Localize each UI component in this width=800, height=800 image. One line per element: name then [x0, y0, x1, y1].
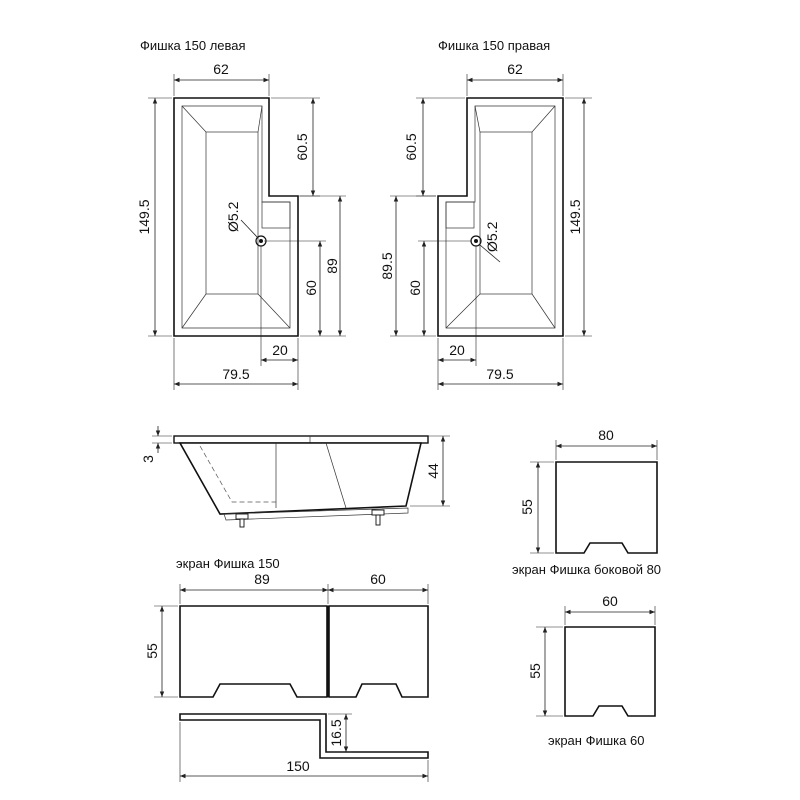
- left-plan-title: Фишка 150 левая: [140, 38, 246, 53]
- screen150-dim-16-5-label: 16.5: [328, 719, 344, 746]
- right-bevel-line: [531, 293, 556, 329]
- right-dim-60-label: 60: [407, 280, 423, 296]
- screen-60: 60 55 экран Фишка 60: [527, 593, 656, 748]
- right-step-ledge: [445, 201, 475, 229]
- left-drain-center-icon: [259, 239, 263, 243]
- right-hole-leader: [479, 244, 501, 263]
- side-rim: [173, 435, 429, 444]
- right-drain-center-icon: [474, 239, 478, 243]
- screen60-panel: [564, 626, 656, 717]
- left-bevel-line: [181, 105, 207, 133]
- right-dim-height-label: 149.5: [567, 199, 583, 234]
- left-dim-60-label: 60: [303, 280, 319, 296]
- side-elevation-view: 3 44: [140, 426, 450, 528]
- side-leg-foot: [371, 509, 385, 516]
- right-bevel-line: [531, 105, 556, 133]
- screen60-dim-width-label: 60: [602, 593, 618, 609]
- left-bevel-line: [257, 293, 291, 329]
- side80-panel: [555, 461, 658, 554]
- side80-title: экран Фишка боковой 80: [512, 562, 661, 577]
- left-hole-leader: [240, 219, 259, 239]
- screen150-title: экран Фишка 150: [176, 556, 280, 571]
- screen150-panel-left: [179, 605, 328, 698]
- right-bath-outline: [437, 97, 564, 337]
- side-screen-80: 80 55 экран Фишка боковой 80: [512, 427, 661, 577]
- side-leg-stem: [375, 514, 381, 526]
- left-plan-view: Фишка 150 левая Ø5.2 62 149.5 60.5 89: [136, 38, 346, 390]
- side-leg-stem: [239, 518, 245, 528]
- side-dim-depth-label: 44: [425, 463, 441, 479]
- right-dim-20-label: 20: [449, 342, 465, 358]
- screen150-profile: [179, 713, 429, 759]
- left-dim-top-label: 62: [213, 61, 229, 77]
- left-dim-height-label: 149.5: [136, 199, 152, 234]
- side80-dim-height-label: 55: [519, 499, 535, 515]
- screen-150: экран Фишка 150 89 60 55 16.5 150: [144, 556, 429, 782]
- right-basin-bottom: [479, 131, 533, 295]
- left-dim-notch-label: 60.5: [294, 133, 310, 160]
- side-body: [178, 442, 423, 515]
- right-bevel-line: [445, 293, 481, 329]
- screen150-dim-89-label: 89: [254, 571, 270, 587]
- left-bevel-line: [257, 105, 263, 133]
- right-dim-89-5-label: 89.5: [379, 252, 395, 279]
- screen150-dim-60-label: 60: [370, 571, 386, 587]
- right-dim-top-label: 62: [507, 61, 523, 77]
- right-hole-label: Ø5.2: [484, 221, 500, 252]
- side-dim-rim-label: 3: [140, 455, 156, 463]
- left-bevel-line: [181, 293, 207, 329]
- screen150-dim-height-label: 55: [144, 643, 160, 659]
- side-leg-foot: [235, 513, 249, 520]
- screen60-dim-height-label: 55: [527, 663, 543, 679]
- left-dim-20-label: 20: [272, 342, 288, 358]
- left-step-ledge: [261, 201, 291, 229]
- right-bevel-line: [474, 105, 481, 133]
- left-dim-89-label: 89: [324, 258, 340, 274]
- screen60-title: экран Фишка 60: [548, 733, 644, 748]
- side-hidden-line: [199, 445, 276, 503]
- right-plan-title: Фишка 150 правая: [438, 38, 550, 53]
- screen150-dim-total-label: 150: [286, 758, 310, 774]
- side-frame: [223, 507, 409, 521]
- left-basin-bottom: [205, 131, 259, 295]
- side80-dim-width-label: 80: [598, 427, 614, 443]
- right-dim-width-label: 79.5: [486, 366, 513, 382]
- right-dim-notch-label: 60.5: [403, 133, 419, 160]
- left-hole-label: Ø5.2: [225, 201, 241, 232]
- right-plan-view: Фишка 150 правая Ø5.2 62 149.5 60.5 89.5: [379, 38, 592, 390]
- side-section-line: [325, 442, 347, 509]
- screen150-panel-right: [328, 605, 429, 698]
- left-dim-width-label: 79.5: [222, 366, 249, 382]
